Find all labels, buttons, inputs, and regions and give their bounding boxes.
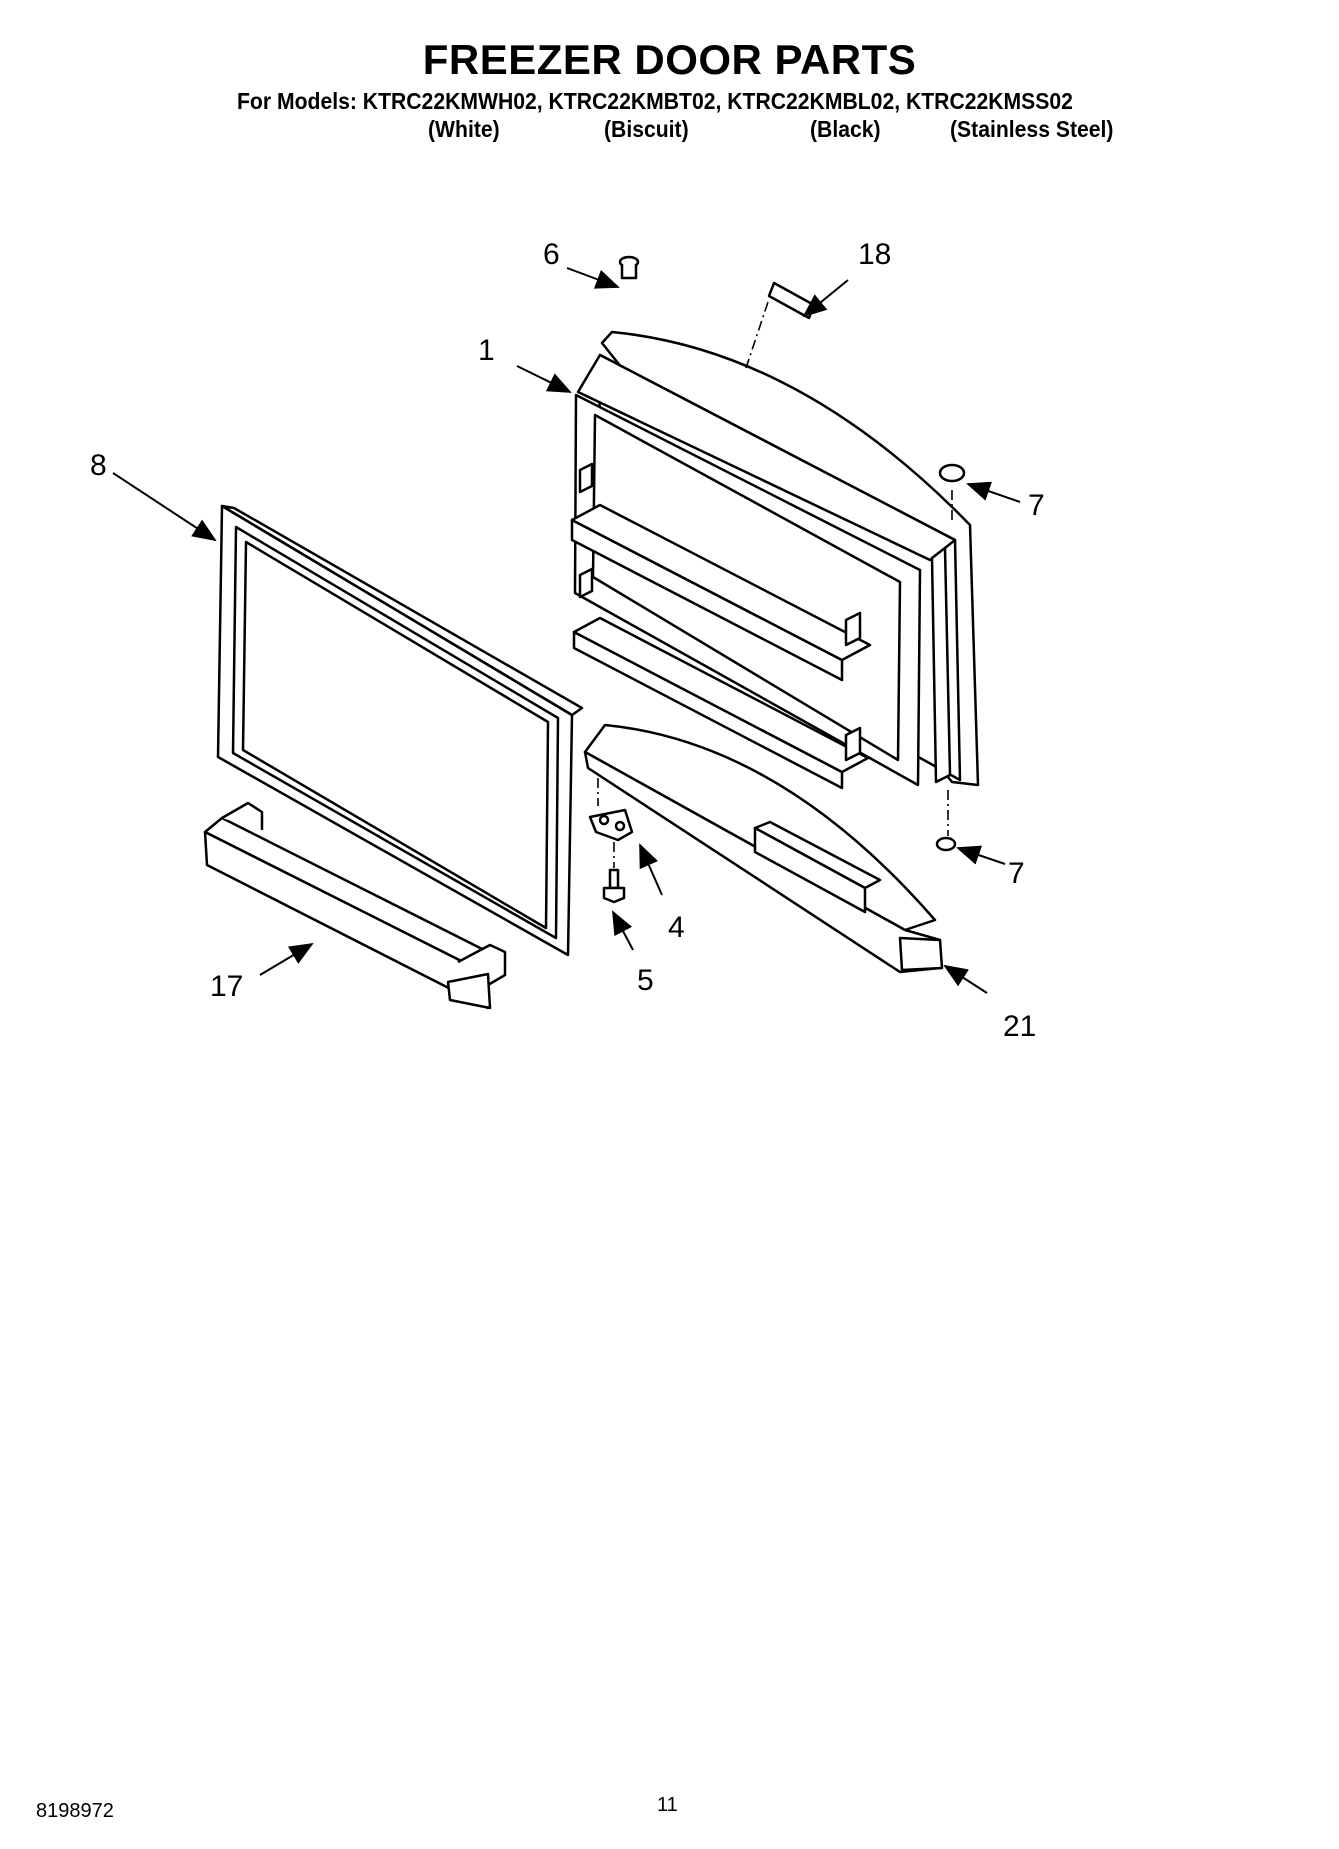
callout-7-bottom: 7 <box>1008 857 1025 890</box>
plug-top-part <box>938 463 966 483</box>
door-stop-part <box>618 255 640 280</box>
callout-7-top: 7 <box>1028 489 1045 522</box>
handle-part <box>583 723 944 974</box>
color-black: (Black) <box>810 116 881 142</box>
callout-4: 4 <box>668 911 685 944</box>
models-line: For Models: KTRC22KMWH02, KTRC22KMBT02, … <box>237 88 1073 114</box>
page-number: 11 <box>657 1794 678 1816</box>
gasket-part <box>216 504 584 957</box>
color-stainless: (Stainless Steel) <box>950 116 1114 142</box>
plug-bottom-part <box>935 836 957 852</box>
color-biscuit: (Biscuit) <box>604 116 689 142</box>
page-title: FREEZER DOOR PARTS <box>422 36 917 83</box>
door-panel-part <box>570 330 980 790</box>
screw-part <box>602 868 626 904</box>
shelf-bin-part <box>203 801 507 1010</box>
callout-18: 18 <box>858 238 891 271</box>
callout-5: 5 <box>637 964 654 997</box>
callout-17: 17 <box>210 970 243 1003</box>
callout-1: 1 <box>478 334 495 367</box>
document-number: 8198972 <box>36 1800 114 1822</box>
callout-8: 8 <box>90 449 107 482</box>
callout-6: 6 <box>543 238 560 271</box>
callout-21: 21 <box>1003 1010 1036 1043</box>
color-white: (White) <box>428 116 500 142</box>
hinge-part <box>588 808 634 842</box>
